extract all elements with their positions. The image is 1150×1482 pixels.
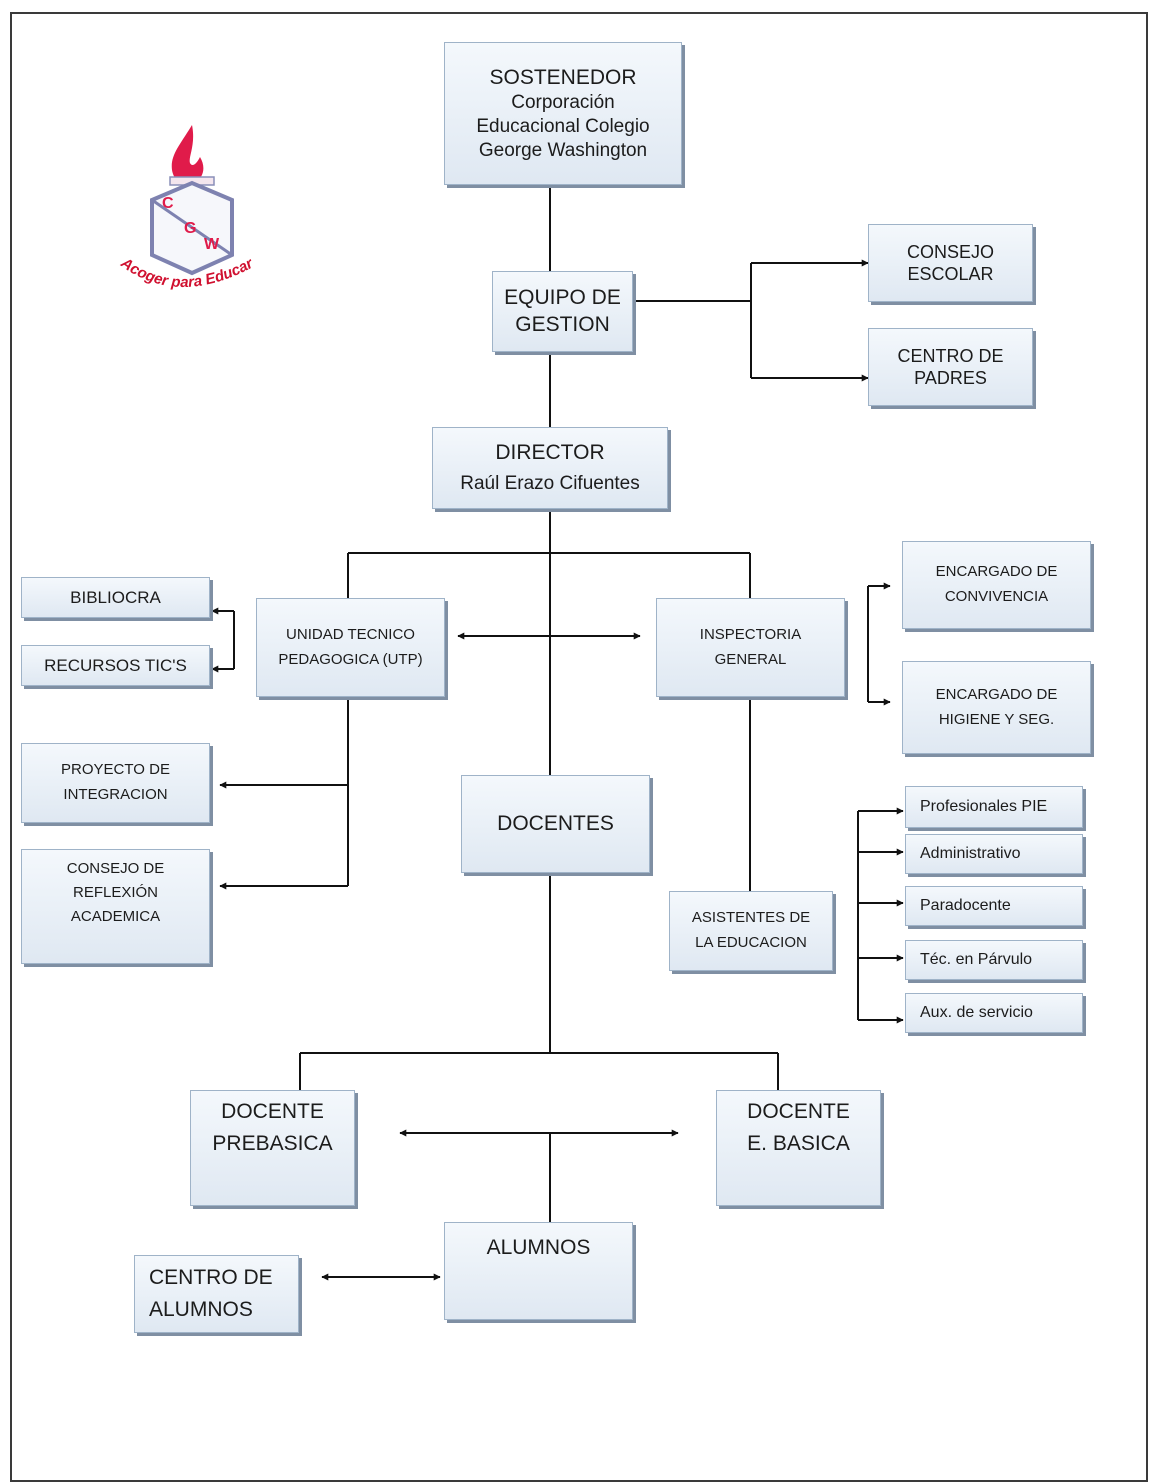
node-centro-padres: CENTRO DE PADRES xyxy=(868,328,1033,406)
node-equipo-gestion: EQUIPO DE GESTION xyxy=(492,271,633,352)
node-paradocente: Paradocente xyxy=(905,886,1083,926)
node-bibliocra: BIBLIOCRA xyxy=(21,577,210,618)
node-consejo-reflexion: CONSEJO DE REFLEXIÓN ACADEMICA xyxy=(21,849,210,964)
node-aux-servicio: Aux. de servicio xyxy=(905,993,1083,1033)
node-utp: UNIDAD TECNICO PEDAGOGICA (UTP) xyxy=(256,598,445,697)
node-profesionales-pie: Profesionales PIE xyxy=(905,786,1083,828)
node-convivencia: ENCARGADO DE CONVIVENCIA xyxy=(902,541,1091,629)
node-higiene: ENCARGADO DE HIGIENE Y SEG. xyxy=(902,661,1091,754)
node-docente-prebasica: DOCENTE PREBASICA xyxy=(190,1090,355,1206)
node-tec-parvulo: Téc. en Párvulo xyxy=(905,940,1083,980)
node-director: DIRECTOR Raúl Erazo Cifuentes xyxy=(432,427,668,509)
flame-icon xyxy=(171,125,204,185)
school-logo: C G W Acoger para Educar xyxy=(117,125,257,291)
node-sostenedor: SOSTENEDOR Corporación Educacional Coleg… xyxy=(444,42,682,185)
node-asistentes: ASISTENTES DE LA EDUCACION xyxy=(669,891,833,971)
node-docente-basica: DOCENTE E. BASICA xyxy=(716,1090,881,1206)
node-docentes: DOCENTES xyxy=(461,775,650,873)
node-recursos-tic: RECURSOS TIC'S xyxy=(21,645,210,686)
node-inspectoria: INSPECTORIA GENERAL xyxy=(656,598,845,697)
node-alumnos: ALUMNOS xyxy=(444,1222,633,1320)
node-consejo-escolar: CONSEJO ESCOLAR xyxy=(868,224,1033,302)
node-centro-alumnos: CENTRO DE ALUMNOS xyxy=(134,1255,299,1333)
logo-letter-g: G xyxy=(184,220,196,237)
logo-letter-c: C xyxy=(162,195,174,212)
node-proyecto-integracion: PROYECTO DE INTEGRACION xyxy=(21,743,210,823)
node-administrativo: Administrativo xyxy=(905,834,1083,874)
logo-letter-w: W xyxy=(204,236,220,253)
